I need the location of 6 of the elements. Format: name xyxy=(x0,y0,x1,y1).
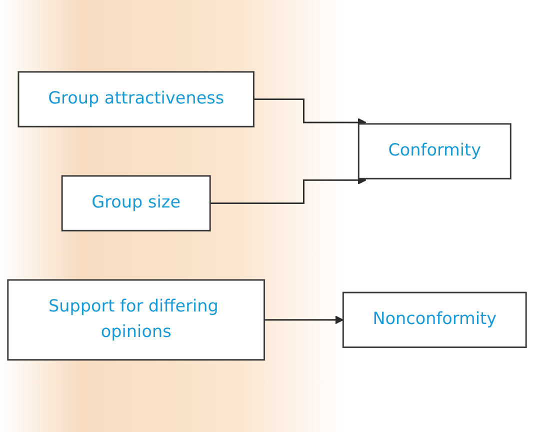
arrow xyxy=(264,316,344,324)
node-box: Group size xyxy=(61,175,211,232)
node-box: Nonconformity xyxy=(342,292,527,348)
node-box: Group attractiveness xyxy=(18,71,254,128)
node-box: Conformity xyxy=(358,123,512,180)
node-box: Support for differing opinions xyxy=(7,279,266,361)
